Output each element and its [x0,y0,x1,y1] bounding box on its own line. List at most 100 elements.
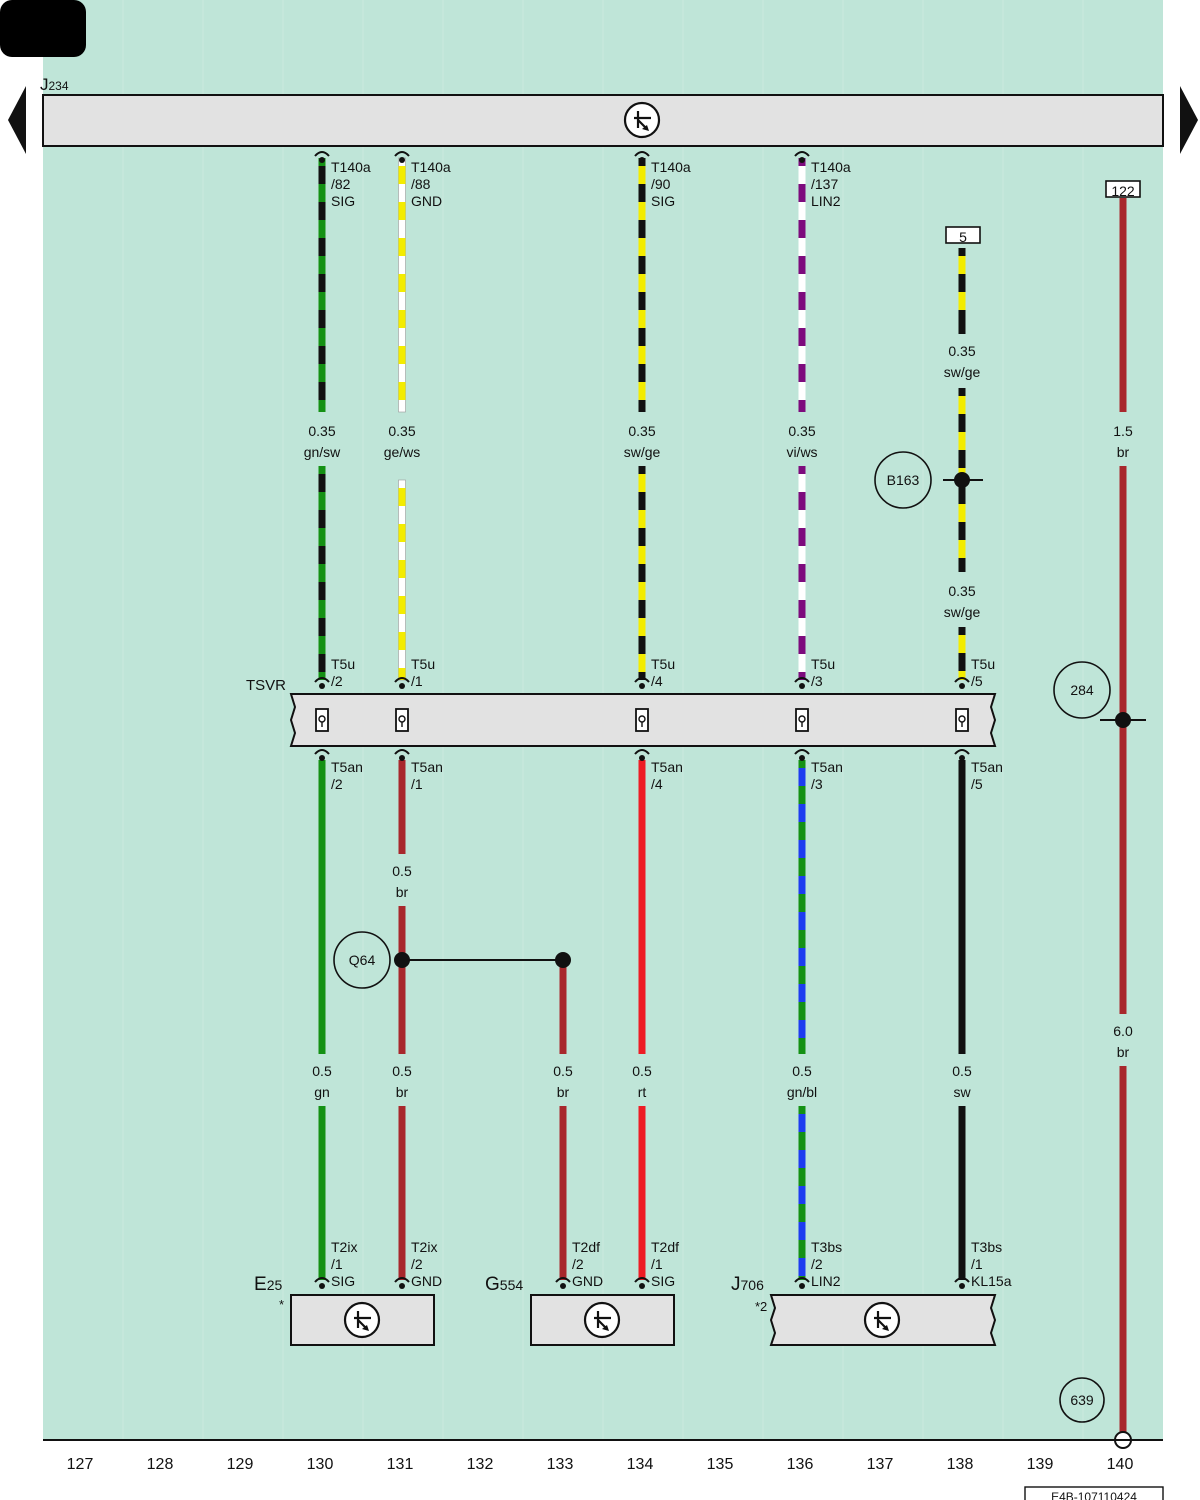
wire-color-label: vi/ws [786,444,817,460]
wire-segment[interactable] [638,1106,646,1280]
component-tsvr[interactable] [289,693,997,747]
pin-label-t5an_1: /1 [411,776,423,792]
pin-label-j234_137: T140a [811,159,851,175]
pin-label-t5u_2: T5u [331,656,355,672]
component-g554[interactable] [530,1294,675,1346]
pin-label-j234_88: T140a [411,159,451,175]
wire-segment[interactable] [559,1106,567,1280]
component-e25[interactable] [290,1294,435,1346]
wire-segment[interactable] [398,1106,406,1280]
wire-stripe [638,582,646,600]
ref-122-box[interactable] [1105,180,1141,198]
ref-5-box[interactable] [945,226,981,244]
pin-label-t5an_2: /2 [331,776,343,792]
wire-segment[interactable] [958,760,966,1054]
wire-segment[interactable] [398,906,406,1054]
wire-size-label: 0.35 [308,423,335,439]
pin-label-j234_82: T140a [331,159,371,175]
wire-stripe [798,618,806,636]
wire-size-label: 0.35 [388,423,415,439]
transistor-icon [863,1301,901,1339]
wire-segment[interactable] [398,760,406,854]
component-j234[interactable] [42,94,1164,147]
wire-stripe [318,382,326,400]
component-e25-note: * [279,1297,284,1312]
column-number: 135 [707,1456,734,1473]
wire-segment[interactable] [958,1106,966,1280]
component-j706[interactable] [769,1294,997,1346]
pin-connector-icon [314,749,330,755]
arrow-right-icon[interactable] [1180,86,1198,154]
wire-segment[interactable] [798,760,806,1054]
wire-stripe [398,524,406,542]
wire-stripe [398,310,406,328]
wire-stripe [398,166,406,184]
wire-segment[interactable] [638,466,646,680]
wire-stripe [398,560,406,578]
pin-label-t5u_3: T5u [811,656,835,672]
wire-segment[interactable] [1119,198,1127,412]
transistor-icon [343,1301,381,1339]
transistor-icon [623,101,661,139]
wire-stripe [398,274,406,292]
wire-size-label: 0.5 [392,863,412,879]
wire-segment[interactable] [318,466,326,680]
pin-label-t5u_3: /3 [811,673,823,689]
wires-layer [318,157,1127,1432]
wire-stripe [318,474,326,492]
ref-5-label: 5 [959,229,967,245]
pin-label-t5an_5: T5an [971,759,1003,775]
wire-segment[interactable] [638,760,646,1054]
wire-stripe [958,292,966,310]
wire-size-label: 1.5 [1113,423,1133,439]
pin-connector-icon [634,1277,650,1283]
pin-connector-icon [314,151,330,157]
ref-b163-circle[interactable] [874,451,932,509]
wire-segment[interactable] [1119,466,1127,1014]
wire-stripe [318,202,326,220]
pin-dot [399,157,405,163]
pin-label-j234_90: /90 [651,176,671,192]
wire-segment[interactable] [958,248,966,334]
ref-639-circle[interactable] [1059,1377,1105,1423]
wire-segment[interactable] [1119,1066,1127,1432]
wire-stripe [798,166,806,184]
wire-segment[interactable] [318,1106,326,1280]
wire-stripe [638,546,646,564]
wire-segment[interactable] [318,760,326,1054]
pin-label-e25_2: /2 [411,1256,423,1272]
pin-label-j234_137: /137 [811,176,838,192]
wire-size-label: 0.35 [628,423,655,439]
wire-stripe [318,238,326,256]
pin-label-j706_2: /2 [811,1256,823,1272]
wire-stripe [798,238,806,256]
arrow-left-icon[interactable] [8,86,26,154]
wire-stripe [798,1222,806,1240]
pin-label-t5an_3: /3 [811,776,823,792]
column-number: 136 [787,1456,814,1473]
pin-dot [959,683,965,689]
wire-segment[interactable] [559,960,567,1054]
wire-size-label: 0.5 [632,1063,652,1079]
pin-label-t5an_2: T5an [331,759,363,775]
component-j706-note: *2 [755,1299,767,1314]
wire-segment[interactable] [958,627,966,680]
component-tsvr-label: TSVR [246,677,286,694]
wire-stripe [318,166,326,184]
wire-stripe [798,1020,806,1038]
wire-stripe [958,635,966,653]
pin-label-j706_1: /1 [971,1256,983,1272]
wire-stripe [798,912,806,930]
ref-q64-circle[interactable] [333,931,391,989]
pin-label-j706_2: LIN2 [811,1273,841,1289]
component-j706-label: J706 [731,1274,764,1295]
pin-label-j234_88: /88 [411,176,431,192]
pin-label-j706_1: KL15a [971,1273,1012,1289]
component-e25-label: E25 [254,1274,282,1295]
ref-b163-label: B163 [887,472,920,488]
ref-284-circle[interactable] [1053,661,1111,719]
wire-color-label: br [557,1084,570,1100]
column-number: 138 [947,1456,974,1473]
wire-segment[interactable] [798,466,806,680]
